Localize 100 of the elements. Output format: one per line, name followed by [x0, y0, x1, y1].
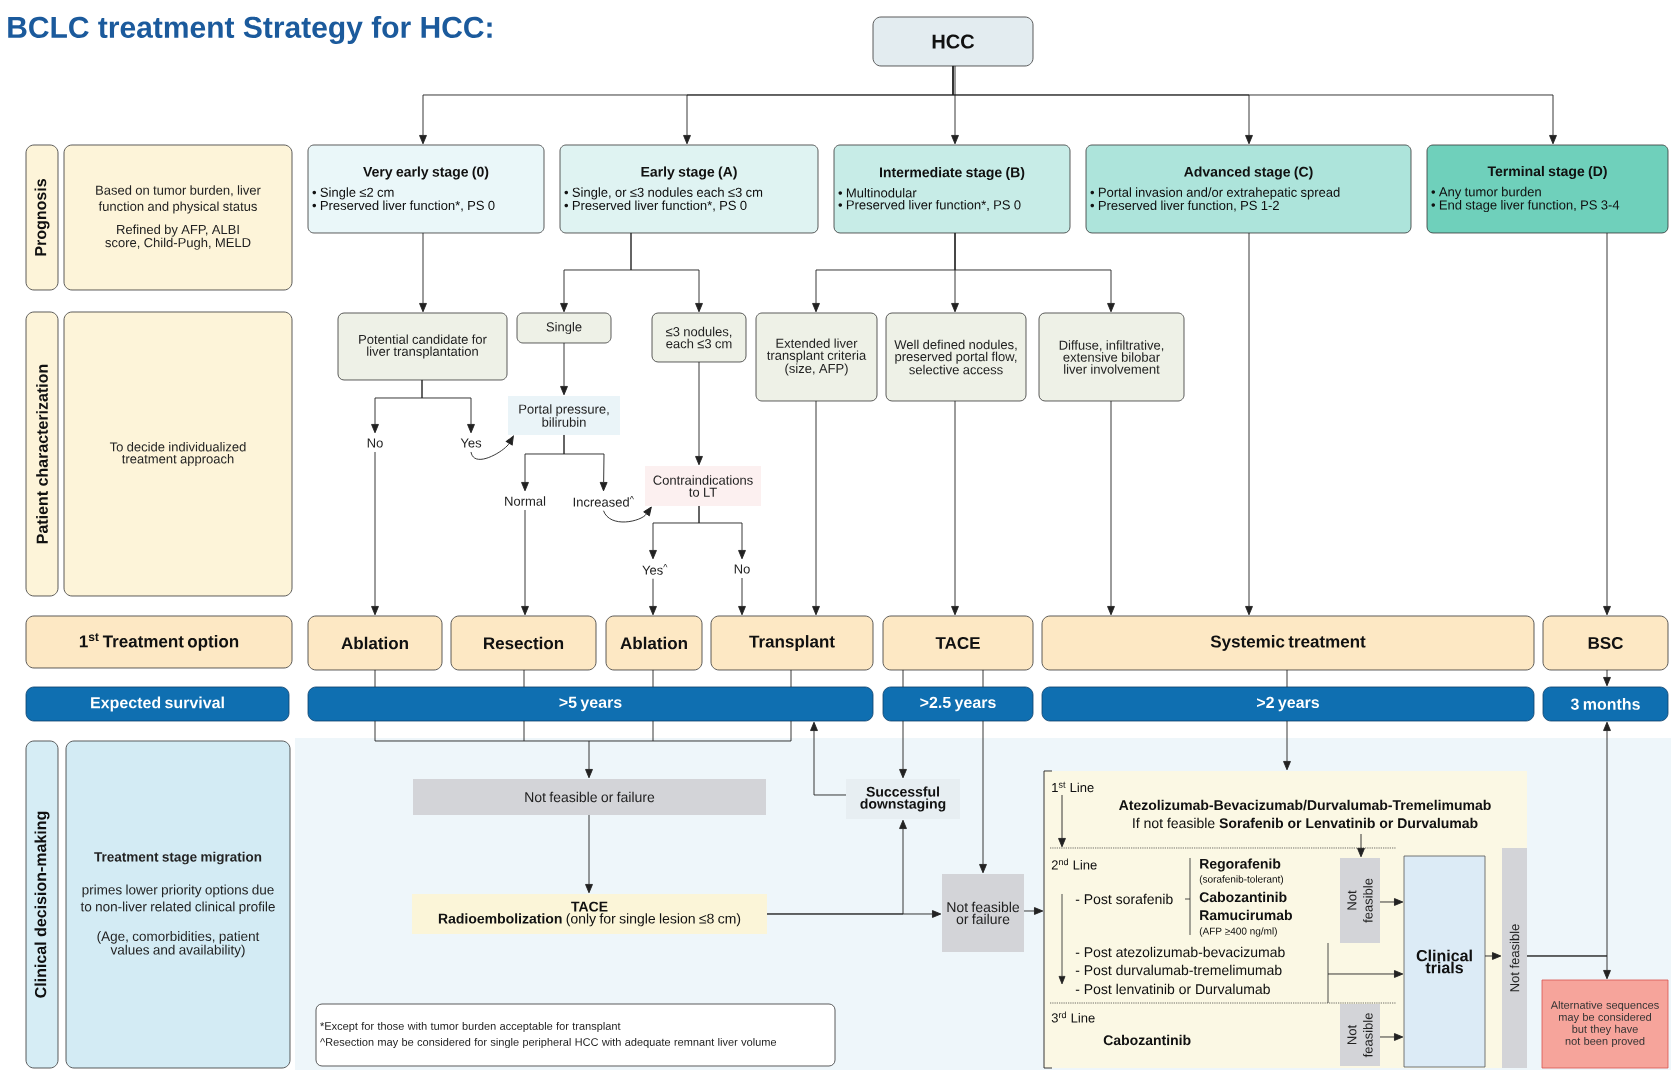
arrow [812, 400, 820, 616]
drug-name: Atezolizumab-Bevacizumab/Durvalumab-Tremelimumab [1119, 799, 1491, 811]
arrow [1357, 833, 1365, 858]
branch-label: No [367, 438, 383, 448]
outcome-box: Not feasible or failure [942, 874, 1024, 952]
outcome-box: Not feasible or failure [413, 779, 766, 815]
criteria-box: ≤3 nodules, each ≤3 cm [651, 312, 747, 363]
status-box: Not feasible [1340, 1004, 1380, 1066]
status-box: Not feasible [1340, 858, 1380, 943]
trials-box: Clinical trials [1403, 855, 1486, 1068]
arrow [603, 506, 652, 523]
arrow [1379, 898, 1404, 906]
treatment-box: BSC [1542, 615, 1669, 671]
arrow [954, 232, 1115, 313]
stage-box: Advanced stage (C) • Portal invasion and/or extrahepatic spread • Preserved liver function, PS 1-2 [1085, 144, 1412, 234]
description-box: Treatment stage migration primes lower priority options due to non-liver related clinical profile (Age, comorbidities, patient values and availability) [65, 740, 291, 1069]
treatment-box: 1$^{st}$ Treatment option [25, 615, 293, 669]
arrow [1484, 952, 1502, 960]
note-box: Alternative sequences may be considered but they have not been proved [1541, 979, 1669, 1069]
description-box: Based on tumor burden, liver function and physical status Refined by AFP, ALBI score, Child-Pugh, MELD [63, 144, 293, 291]
arrow [1327, 970, 1404, 978]
treatment-item: - Post durvalumab-tremelimumab [1075, 964, 1282, 976]
stage-box: Terminal stage (D) • Any tumor burden • End stage liver function, PS 3-4 [1426, 144, 1669, 234]
survival-bar: >2 years [1041, 686, 1535, 722]
drug-note: (sorafenib-tolerant) [1199, 875, 1284, 885]
arrow [1245, 232, 1253, 616]
criteria-box: Well defined nodules, preserved portal flow, selective access [885, 312, 1027, 402]
criteria-box: Extended liver transplant criteria (size, AFP) [755, 312, 878, 402]
row-label: Prognosis [25, 144, 59, 291]
treatment-item: - Post lenvatinib or Durvalumab [1075, 983, 1270, 995]
arrow [630, 232, 703, 313]
line-heading: 3$^{rd}$ Line [1051, 1011, 1095, 1023]
treatment-box: Ablation [605, 615, 703, 671]
arrow [698, 505, 746, 560]
footnote-box: *Except for those with tumor burden acceptable for transplant ^Resection may be considered for single peripheral HCC with adequate remnant liver volume [315, 1003, 836, 1067]
treatment-note: If not feasible Sorafenib or Lenvatinib or Durvalumab [1133, 817, 1478, 829]
arrow [1603, 232, 1611, 616]
treatment-box: Systemic treatment [1041, 615, 1535, 671]
branch-label: Normal [505, 496, 546, 506]
arrow [695, 361, 703, 466]
arrow [470, 435, 514, 460]
row-label: Clinical decision-making [25, 740, 59, 1069]
criteria-box: Single [516, 312, 612, 344]
treatment-box: Resection [450, 615, 597, 671]
treatment-box: Ablation [307, 615, 443, 671]
line-heading: 2$^{nd}$ Line [1051, 858, 1097, 870]
line-heading: 1$^{st}$ Line [1052, 781, 1094, 793]
drug-note: (AFP ≥400 ng/ml) [1199, 927, 1277, 937]
arrow [421, 379, 475, 434]
row-label: Patient characterization [25, 311, 59, 597]
arrow [766, 819, 907, 915]
treatment-box: Transplant [710, 615, 874, 671]
arrow [1058, 794, 1066, 848]
arrow [1379, 1033, 1404, 1041]
arrow [521, 509, 529, 616]
survival-bar: >2.5 years [882, 686, 1034, 722]
arrow [979, 720, 987, 874]
drug-name: Cabozantinib [1199, 891, 1287, 903]
description-box: To decide individualized treatment approach [63, 311, 293, 597]
stage-box: Early stage (A) • Single, or ≤3 nodules each ≤3 cm • Preserved liver function*, PS 0 [559, 144, 819, 234]
arrow [585, 814, 593, 894]
treatment-box: TACE Radioembolization (only for single lesion ≤8 cm) [412, 894, 767, 934]
arrow [1526, 955, 1611, 980]
criteria-box: Potential candidate for liver transplantation [337, 312, 508, 381]
arrow [738, 577, 746, 616]
outcome-box: Successful downstaging [846, 779, 960, 819]
arrow [952, 65, 1557, 145]
drug-name: Regorafenib [1200, 858, 1281, 872]
start-box: HCC [872, 16, 1034, 67]
branch-label: No [734, 564, 750, 574]
branch-label: Increased$^{^}$ [573, 496, 634, 507]
branch-label: Yes$^{^}$ [642, 564, 668, 575]
survival-bar: 3 months [1542, 686, 1669, 722]
survival-bar: >5 years [307, 686, 874, 722]
criteria-box: Diffuse, infiltrative, extensive bilobar liver involvement [1038, 312, 1185, 402]
arrow [563, 434, 608, 492]
condition-box: Contraindications to LT [645, 466, 761, 506]
arrow [560, 342, 568, 396]
arrow [374, 720, 792, 779]
arrow [951, 65, 959, 145]
drug-name: Ramucirumab [1200, 909, 1292, 921]
stage-box: Very early stage (0) • Single ≤2 cm • Preserved liver function*, PS 0 [307, 144, 545, 234]
treatment-item: - Post atezolizumab-bevacizumab [1075, 946, 1285, 958]
arrow [899, 720, 907, 779]
arrow [371, 451, 379, 616]
drug-name: Cabozantinib [1103, 1034, 1191, 1046]
stage-box: Intermediate stage (B) • Multinodular • Preserved liver function*, PS 0 [833, 144, 1071, 234]
treatment-item: - Post sorafenib [1075, 893, 1173, 905]
arrow [1107, 400, 1115, 616]
status-box: Not feasible [1502, 848, 1527, 1068]
branch-label: Yes [460, 438, 482, 448]
arrow [951, 400, 959, 616]
title: BCLC treatment Strategy for HCC: [8, 15, 492, 45]
arrow [1023, 907, 1044, 915]
arrow [810, 721, 847, 796]
arrow [419, 232, 427, 313]
survival-bar: Expected survival [25, 686, 290, 722]
arrow [1603, 669, 1611, 687]
arrow [1283, 720, 1291, 771]
arrow [649, 578, 657, 616]
